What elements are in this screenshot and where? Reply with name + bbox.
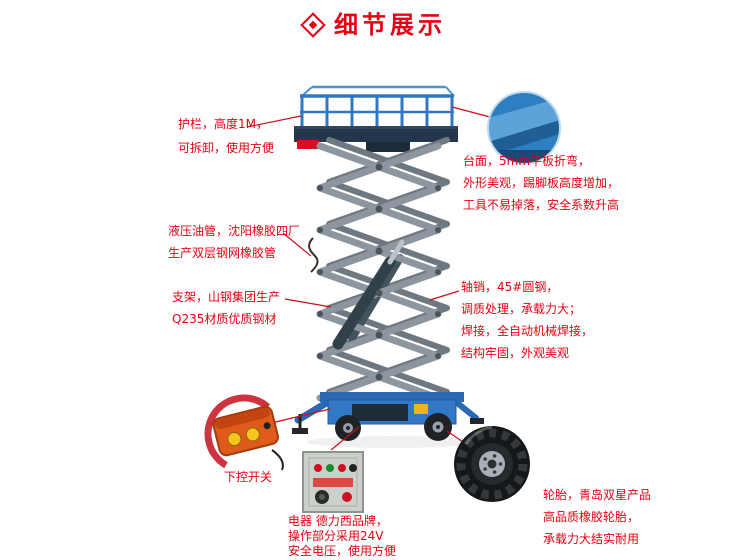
callout-line: 操作部分采用24V [288,529,384,543]
pivot-pins [317,163,441,381]
leader-line-electric [330,426,360,451]
leader-line-frame [284,298,332,308]
hydraulic-hose [308,237,319,273]
ground-shadow [307,436,477,448]
callout-line: Q235材质优质钢材 [172,312,277,326]
remote-cable [271,449,284,471]
leader-lines [246,106,495,451]
callout-line: 外形美观，踢脚板高度增加， [463,176,620,190]
platform-deck [294,126,458,152]
callout-electric: 电器 德力西品牌， 操作部分采用24V 安全电压，使用方便 [288,514,396,559]
remote-control-photo [204,394,284,474]
callout-line: 可拆卸，使用方便 [178,141,275,155]
cylinder-rod [387,239,405,265]
callout-line: 液压油管，沈阳橡胶四厂 [168,224,301,238]
callout-remote-label: 下控开关 [224,466,272,488]
callout-line: 工具不易掉落，安全系数升高 [463,198,620,212]
guardrail [300,85,455,128]
callout-line: 生产双层钢网橡胶管 [168,246,277,260]
leader-line-hose [282,232,312,257]
callout-line: 护栏，高度1M， [178,117,268,131]
callout-guardrail: 护栏，高度1M， 可拆卸，使用方便 [178,112,274,160]
callout-platform: 台面，5mm平板折弯， 外形美观，踢脚板高度增加， 工具不易掉落，安全系数升高 [463,150,619,216]
wheel-right [424,413,452,441]
tire-photo [454,425,530,502]
callout-pin-weld: 轴销，45#圆钢， 调质处理，承载力大； 焊接，全自动机械焊接， 结构牢固，外观… [461,276,593,364]
leader-line-platform [451,106,495,119]
callout-line: 下控开关 [224,470,273,484]
callout-line: 支架，山钢集团生产 [172,290,281,304]
outrigger-right [453,399,479,421]
leader-line-remote [266,408,331,425]
wheel-left [335,415,361,441]
callout-hose: 液压油管，沈阳橡胶四厂 生产双层钢网橡胶管 [168,220,300,264]
callout-line: 台面，5mm平板折弯， [463,154,591,168]
callout-line: 轮胎，青岛双星产品 [543,488,652,502]
callout-line: 高品质橡胶轮胎， [543,510,640,524]
red-swoosh [204,394,284,474]
callout-line: 结构牢固，外观美观 [461,346,570,360]
callout-tire: 轮胎，青岛双星产品 高品质橡胶轮胎， 承载力大结实耐用 [543,484,651,550]
callout-line: 焊接，全自动机械焊接， [461,324,594,338]
callout-line: 承载力大结实耐用 [543,532,640,546]
page-title: 细节展示 [334,11,446,39]
callout-line: 轴销，45#圆钢， [461,280,559,294]
callout-frame: 支架，山钢集团生产 Q235材质优质钢材 [172,286,280,330]
leader-line-guardrail [246,115,302,128]
callout-line: 调质处理，承载力大； [461,302,582,316]
diamond-icon [300,12,326,38]
callout-line: 安全电压，使用方便 [288,544,397,558]
electric-box-photo [302,451,364,513]
scissor-mechanism [308,137,450,402]
callout-line: 电器 德力西品牌， [288,514,388,528]
hydraulic-cylinder [332,256,396,350]
chassis-base [292,392,484,441]
diamond-inner-icon [308,20,318,30]
outrigger-left [294,398,332,424]
leader-line-pin [429,290,460,301]
page-header: 细节展示 [0,8,750,42]
